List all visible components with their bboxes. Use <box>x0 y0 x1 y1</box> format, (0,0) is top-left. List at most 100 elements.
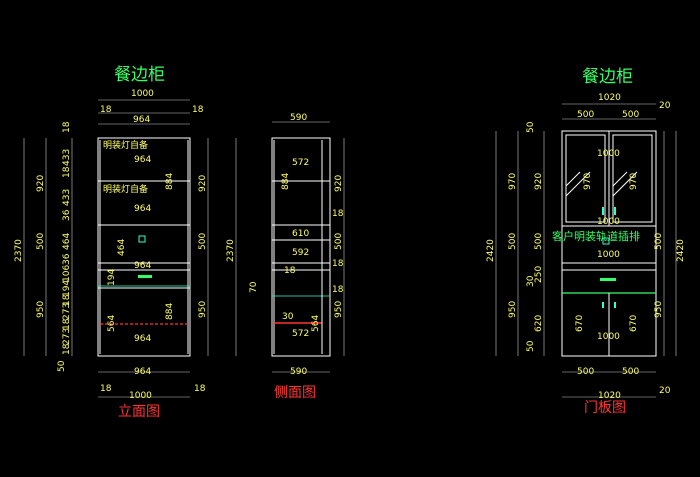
front-h-950r: 950 <box>198 301 208 318</box>
front-h-500r: 500 <box>198 233 208 250</box>
front-s273a: 273 <box>62 303 72 320</box>
door-bottom-500a: 500 <box>577 367 594 377</box>
side-d572b: 572 <box>292 329 309 339</box>
door-right-h950: 950 <box>654 301 664 318</box>
door-h950: 950 <box>508 301 518 318</box>
front-top-width: 1000 <box>131 89 154 99</box>
front-s18c: 18 <box>62 294 72 306</box>
front-s18a: 18 <box>62 121 72 133</box>
side-d572a: 572 <box>292 158 309 168</box>
front-h-950: 950 <box>36 301 46 318</box>
door-glass-1000a: 1000 <box>597 149 620 159</box>
front-height-total: 2370 <box>14 239 24 262</box>
front-s433a: 433 <box>62 149 72 166</box>
door-right-h500: 500 <box>654 233 664 250</box>
front-s273b: 273 <box>62 328 72 345</box>
door-h500: 500 <box>508 233 518 250</box>
front-light-note-2: 明装灯自备 <box>103 183 148 195</box>
door-title: 餐边柜 <box>582 67 633 87</box>
door-height-total: 2420 <box>486 239 496 262</box>
front-shelf-3: 964 <box>134 261 151 271</box>
door-h50a: 50 <box>526 121 536 133</box>
side-cabinet <box>271 137 331 357</box>
door-rail-note: 客户明装轨道插排 <box>552 229 640 243</box>
front-top-left: 18 <box>100 105 112 115</box>
door-h970: 970 <box>508 173 518 190</box>
front-h-920r: 920 <box>198 175 208 192</box>
side-d592: 592 <box>292 248 309 258</box>
front-s36b: 36 <box>62 253 72 265</box>
front-bottom-left: 18 <box>100 384 112 394</box>
front-h-920: 920 <box>36 175 46 192</box>
front-s433b: 433 <box>62 189 72 206</box>
door-h620: 620 <box>534 315 544 332</box>
front-light-note-1: 明装灯自备 <box>103 139 148 151</box>
front-s194a: 194 <box>62 280 72 297</box>
front-inner-194: 194 <box>107 269 117 286</box>
door-h500r: 500 <box>534 233 544 250</box>
door-h30: 30 <box>526 275 536 287</box>
door-bottom-width: 1020 <box>598 391 621 401</box>
front-inner-564: 564 <box>107 315 117 332</box>
door-top-width: 1020 <box>598 93 621 103</box>
side-d564: 564 <box>311 315 321 332</box>
front-h-500: 500 <box>36 233 46 250</box>
door-d670b: 670 <box>629 315 639 332</box>
door-glass-970a: 970 <box>583 173 593 190</box>
side-top-width: 590 <box>290 113 307 123</box>
side-d18c: 18 <box>332 259 344 269</box>
front-s18e: 18 <box>62 343 72 355</box>
front-height-total-r: 2370 <box>226 239 236 262</box>
door-top-500b: 500 <box>622 110 639 120</box>
door-h50b: 50 <box>526 340 536 352</box>
door-top-500a: 500 <box>577 110 594 120</box>
door-d1000d: 1000 <box>597 332 620 342</box>
side-label: 侧面图 <box>274 385 316 401</box>
front-top-right: 18 <box>192 105 204 115</box>
front-inner-884b: 884 <box>165 303 175 320</box>
door-h920: 920 <box>534 173 544 190</box>
side-d30: 30 <box>282 312 294 322</box>
door-d670a: 670 <box>575 315 585 332</box>
side-d70: 70 <box>249 281 259 293</box>
front-bottom-964: 964 <box>134 367 151 377</box>
front-s18b: 18 <box>62 166 72 178</box>
front-shelf-1: 964 <box>134 155 151 165</box>
door-cabinet <box>561 130 657 357</box>
side-h950: 950 <box>334 301 344 318</box>
front-s106: 106 <box>62 265 72 282</box>
side-d610: 610 <box>292 229 309 239</box>
door-top-right: 20 <box>659 101 671 111</box>
front-inner-884a: 884 <box>165 173 175 190</box>
door-glass-970b: 970 <box>629 173 639 190</box>
door-d1000c: 1000 <box>597 250 620 260</box>
side-d18a: 18 <box>284 266 296 276</box>
front-cabinet <box>97 137 191 357</box>
side-d884a: 884 <box>281 173 291 190</box>
side-h500: 500 <box>334 233 344 250</box>
front-s50: 50 <box>57 360 67 372</box>
side-h920: 920 <box>334 175 344 192</box>
front-title: 餐边柜 <box>114 65 165 85</box>
front-label: 立面图 <box>118 404 160 420</box>
door-label: 门板图 <box>584 400 626 416</box>
door-h250: 250 <box>534 266 544 283</box>
door-bottom-right: 20 <box>659 386 671 396</box>
front-inner-width: 964 <box>133 115 150 125</box>
front-s36: 36 <box>62 209 72 221</box>
front-s18d: 18 <box>62 318 72 330</box>
side-bottom-width: 590 <box>290 367 307 377</box>
side-d18d: 18 <box>332 285 344 295</box>
door-bottom-500b: 500 <box>622 367 639 377</box>
side-d18b: 18 <box>332 209 344 219</box>
front-inner-464: 464 <box>117 239 127 256</box>
front-s464a: 464 <box>62 233 72 250</box>
front-bottom-right: 18 <box>194 384 206 394</box>
door-glass-1000b: 1000 <box>597 217 620 227</box>
front-shelf-2: 964 <box>134 204 151 214</box>
door-height-total-r: 2420 <box>676 239 686 262</box>
front-bottom-total: 1000 <box>129 391 152 401</box>
front-bottom-inner: 964 <box>134 334 151 344</box>
